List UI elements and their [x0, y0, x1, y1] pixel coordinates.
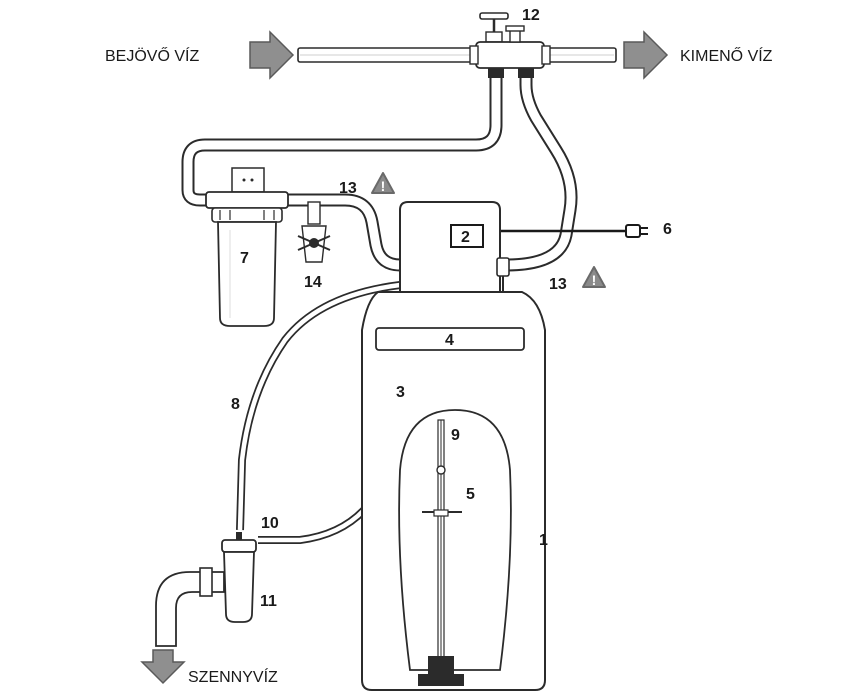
bypass-valve — [469, 12, 551, 78]
outlet-label: KIMENŐ VÍZ — [680, 46, 773, 65]
power-cable — [497, 224, 648, 238]
callout-10: 10 — [261, 515, 279, 532]
callout-8: 8 — [231, 396, 240, 413]
drain-arrow-icon — [140, 649, 186, 685]
warning-glyph: ! — [592, 272, 597, 288]
callout-1: 1 — [539, 532, 548, 549]
control-unit-label-box — [450, 224, 484, 248]
inlet-arrow-icon — [249, 30, 295, 80]
callout-9: 9 — [451, 427, 460, 444]
supply-pipe — [297, 47, 617, 63]
callout-7: 7 — [240, 250, 249, 267]
callout-11: 11 — [260, 593, 277, 610]
hoses — [181, 78, 578, 544]
warning-icon: ! — [582, 266, 606, 288]
callout-13-outlet-hose: 13 — [549, 276, 567, 293]
filter-wrench — [297, 201, 331, 263]
callout-12: 12 — [522, 7, 540, 24]
inlet-label: BEJÖVŐ VÍZ — [105, 46, 199, 65]
drain-label: SZENNYVÍZ — [188, 667, 278, 686]
pre-filter — [205, 167, 289, 327]
callout-5: 5 — [466, 486, 475, 503]
callout-14: 14 — [304, 274, 322, 291]
warning-glyph: ! — [381, 178, 386, 194]
outlet-arrow-icon — [623, 30, 669, 80]
callout-4: 4 — [445, 332, 454, 349]
warning-icon: ! — [371, 172, 395, 194]
callout-6: 6 — [663, 221, 672, 238]
softener-unit — [361, 201, 546, 691]
drain-trap — [155, 532, 257, 647]
callout-3: 3 — [396, 384, 405, 401]
callout-2: 2 — [461, 229, 470, 246]
callout-13-filter-hose: 13 — [339, 180, 357, 197]
